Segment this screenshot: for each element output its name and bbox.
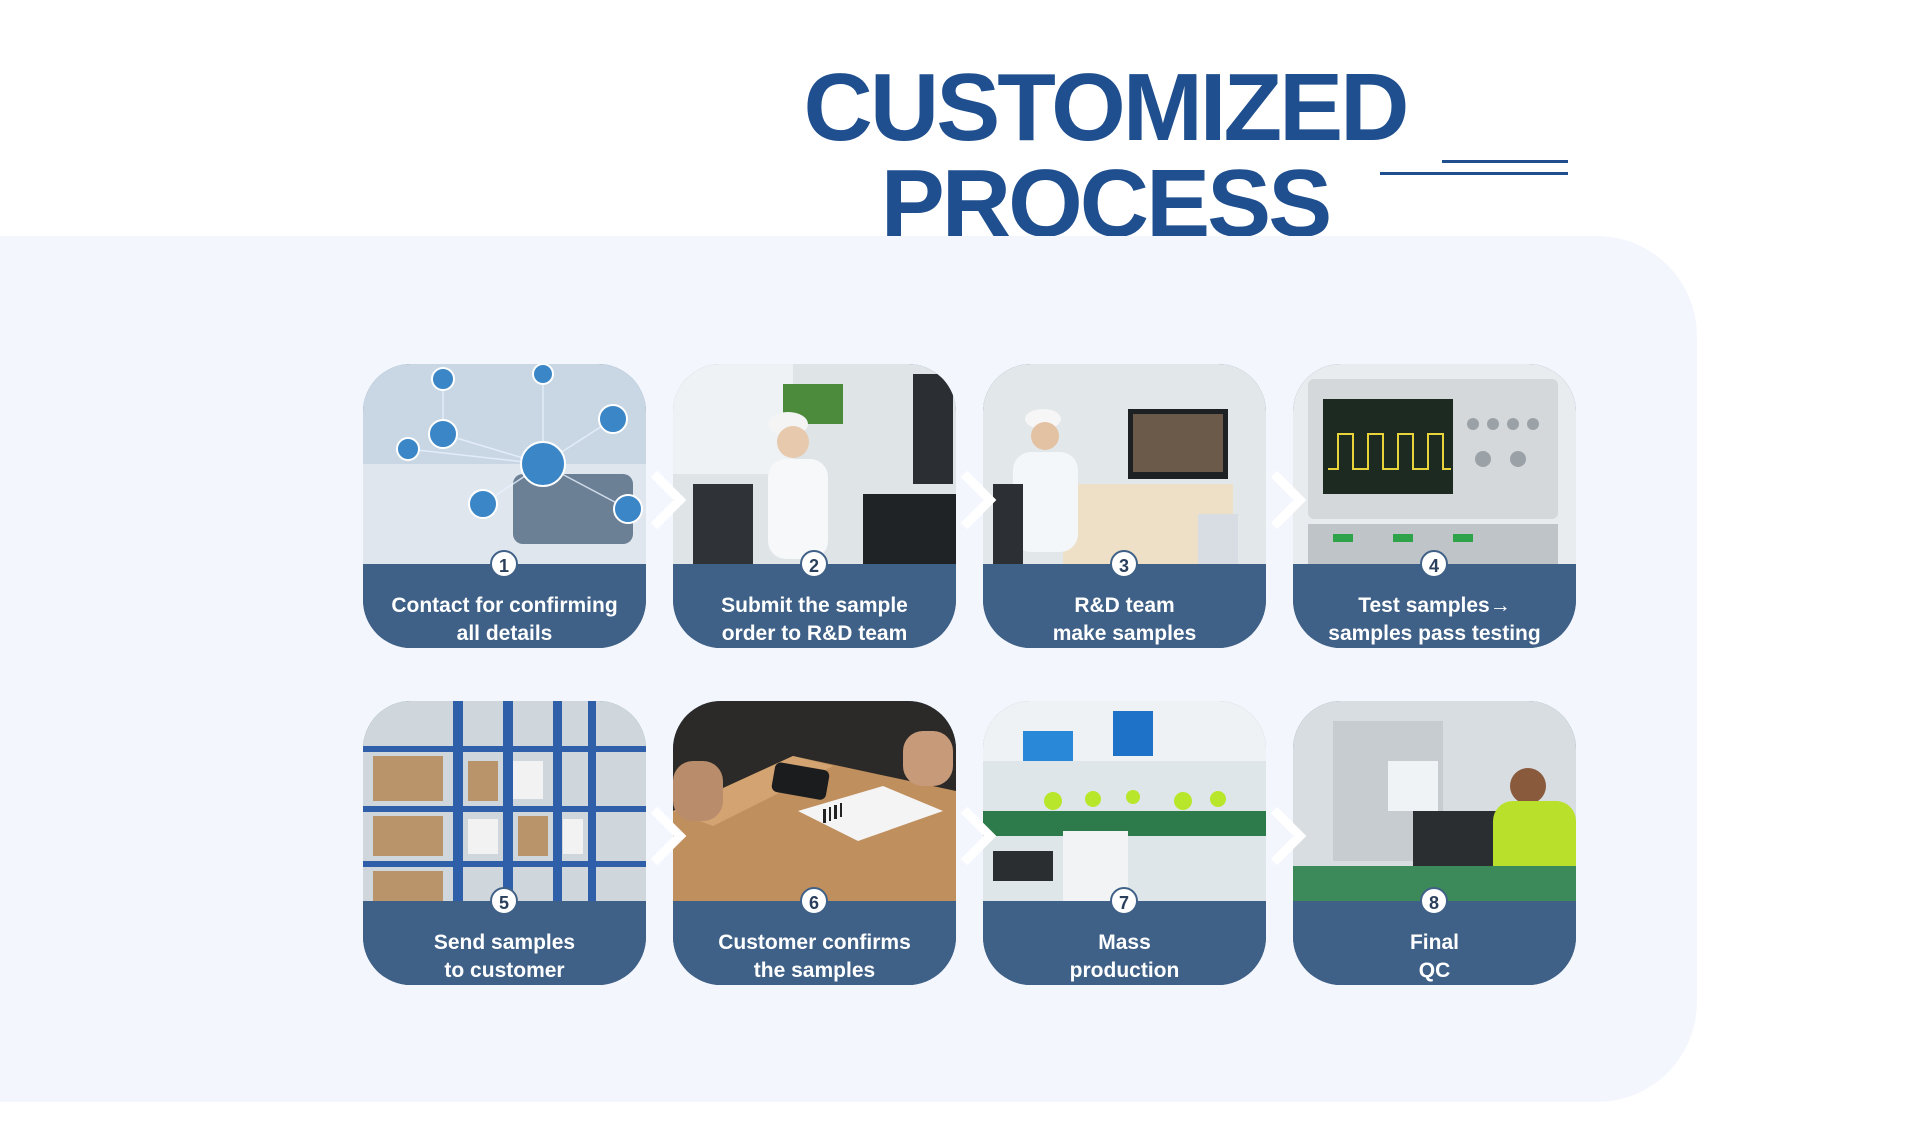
package-signing-photo — [673, 701, 956, 901]
step-5-line-1: Send samples — [433, 931, 576, 954]
chevron-right-icon — [1270, 470, 1307, 530]
step-caption-5: Send samples to customer — [363, 901, 646, 985]
network-contacts-photo — [363, 364, 646, 564]
step-caption-8: Final QC — [1293, 901, 1576, 985]
title-underline-short — [1442, 160, 1568, 163]
chevron-right-icon — [650, 470, 687, 530]
step-3-line-2: make samples — [1052, 622, 1197, 645]
step-1-line-1: Contact for confirming — [391, 594, 618, 617]
step-caption-1: Contact for confirming all details — [363, 564, 646, 648]
step-number-3: 3 — [1110, 550, 1138, 578]
chevron-right-icon — [960, 806, 997, 866]
chevron-right-icon — [960, 470, 997, 530]
page-title: CUSTOMIZED PROCESS — [803, 54, 1410, 257]
oscilloscope-test-photo — [1293, 364, 1576, 564]
step-number-7: 7 — [1110, 887, 1138, 915]
step-number-4: 4 — [1420, 550, 1448, 578]
office-worker-photo — [673, 364, 956, 564]
step-number-1: 1 — [490, 550, 518, 578]
step-number-2: 2 — [800, 550, 828, 578]
step-card-1: Contact for confirming all details 1 — [363, 364, 646, 648]
step-caption-7: Mass production — [983, 901, 1266, 985]
step-3-line-1: R&D team — [1074, 594, 1175, 617]
step-2-line-2: order to R&D team — [721, 622, 908, 645]
step-7-line-1: Mass — [1098, 931, 1151, 954]
step-card-2: Submit the sample order to R&D team 2 — [673, 364, 956, 648]
step-number-8: 8 — [1420, 887, 1448, 915]
step-7-line-2: production — [1069, 959, 1180, 982]
step-caption-4: Test samples→ samples pass testing — [1293, 564, 1576, 648]
step-6-line-2: the samples — [753, 959, 876, 982]
step-8-line-2: QC — [1418, 959, 1451, 982]
step-card-5: Send samples to customer 5 — [363, 701, 646, 985]
step-number-6: 6 — [800, 887, 828, 915]
production-floor-photo — [983, 701, 1266, 901]
rd-lab-photo — [983, 364, 1266, 564]
step-caption-2: Submit the sample order to R&D team — [673, 564, 956, 648]
step-number-5: 5 — [490, 887, 518, 915]
warehouse-shelves-photo — [363, 701, 646, 901]
step-card-7: Mass production 7 — [983, 701, 1266, 985]
step-6-line-1: Customer confirms — [718, 931, 911, 954]
step-2-line-1: Submit the sample — [721, 594, 908, 617]
step-1-line-2: all details — [456, 622, 553, 645]
chevron-right-icon — [1270, 806, 1307, 866]
step-caption-6: Customer confirms the samples — [673, 901, 956, 985]
step-card-4: Test samples→ samples pass testing 4 — [1293, 364, 1576, 648]
quality-control-photo — [1293, 701, 1576, 901]
step-4-line-2: samples pass testing — [1328, 622, 1541, 645]
title-underline-long — [1380, 172, 1568, 175]
step-card-3: R&D team make samples 3 — [983, 364, 1266, 648]
step-card-6: Customer confirms the samples 6 — [673, 701, 956, 985]
step-5-line-2: to customer — [444, 959, 565, 982]
step-caption-3: R&D team make samples — [983, 564, 1266, 648]
chevron-right-icon — [650, 806, 687, 866]
step-card-8: Final QC 8 — [1293, 701, 1576, 985]
step-4-line-1: Test samples→ — [1358, 594, 1511, 617]
step-8-line-1: Final — [1409, 931, 1459, 954]
